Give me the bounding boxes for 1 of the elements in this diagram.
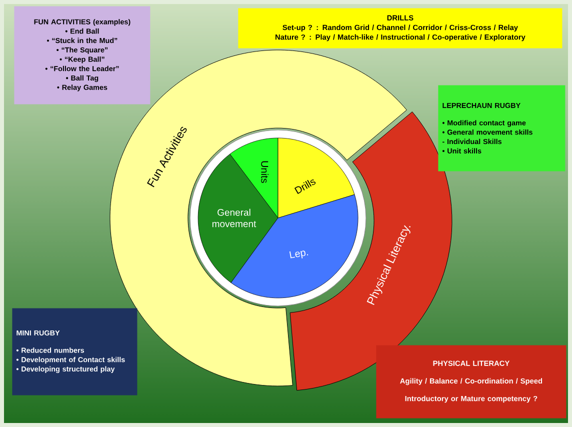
pie-slice: Drills (278, 138, 355, 218)
